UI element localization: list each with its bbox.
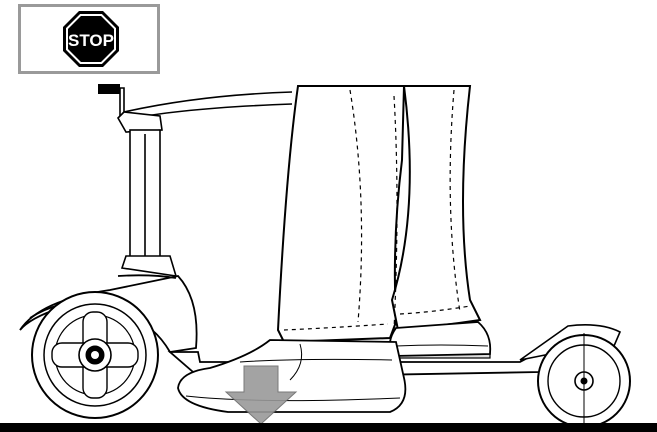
scooter-steering-column xyxy=(98,84,293,277)
rider-braking-shoe xyxy=(177,339,407,413)
stop-sign-icon: STOP xyxy=(63,11,119,67)
front-wheel xyxy=(31,291,159,419)
stop-sign-panel: STOP xyxy=(18,4,160,74)
stop-label: STOP xyxy=(68,31,114,50)
rider-legs xyxy=(276,85,482,344)
rider-back-shoe xyxy=(388,321,492,357)
rear-wheel xyxy=(519,324,631,429)
down-arrow-icon xyxy=(224,365,298,425)
